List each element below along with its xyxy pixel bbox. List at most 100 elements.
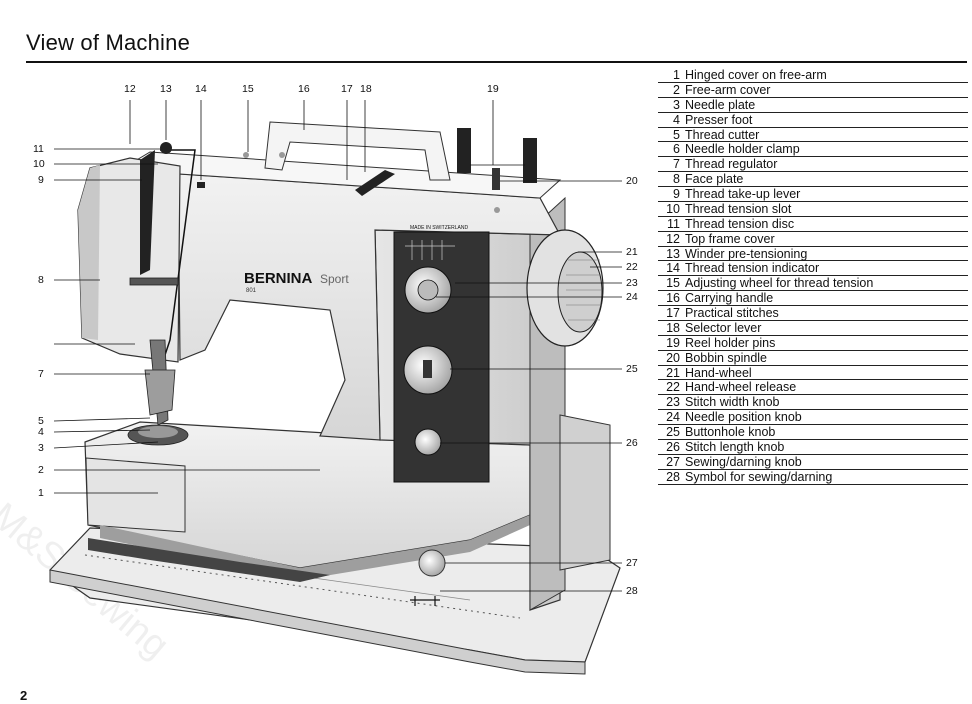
callout-17: 17 [341,83,353,95]
callout-25: 25 [626,363,638,375]
legend-row: 28 Symbol for sewing/darning [658,470,968,485]
legend-number: 28 [666,469,680,484]
callout-2: 2 [38,464,44,476]
callout-27: 27 [626,557,638,569]
legend-label: Symbol for sewing/darning [685,469,833,484]
legend-label: Bobbin spindle [685,350,768,365]
legend-number: 18 [666,320,680,335]
callout-11: 11 [33,143,44,155]
presser-foot [144,369,176,416]
legend-row: 26 Stitch length knob [658,440,968,455]
stitch-length-knob [414,428,442,456]
legend-row: 11 Thread tension disc [658,217,968,232]
callout-7: 7 [38,368,44,380]
tension-wheel [160,142,172,154]
legend-label: Thread tension disc [685,216,795,231]
callout-4: 4 [38,426,44,438]
legend-number: 2 [673,82,680,97]
legend-number: 3 [673,97,680,112]
arm-shadow [100,515,530,580]
callout-24: 24 [626,291,638,303]
legend-number: 27 [666,454,680,469]
legend-number: 11 [667,216,680,231]
legend-label: Thread tension indicator [685,261,820,276]
brand-text: BERNINA [244,270,313,287]
legend-number: 25 [666,425,680,439]
legend-number: 26 [666,439,680,454]
stitch-symbols [405,240,455,260]
callout-9: 9 [38,174,44,186]
legend-row: 20 Bobbin spindle [658,351,968,366]
legend-number: 7 [673,157,680,172]
legend-label: Stitch width knob [685,395,780,410]
legend-number: 14 [666,261,680,276]
legend-label: Carrying handle [685,291,774,306]
face-plate [77,157,181,363]
legend-label: Thread take-up lever [685,187,801,201]
legend-label: Stitch length knob [685,439,785,454]
sewing-darning-knob [418,549,446,577]
sewing-machine-illustration: BERNINA Sport 801 MADE IN SWITZERLAND [49,100,622,675]
legend-label: Face plate [685,172,744,187]
selector-lever [355,170,395,196]
legend-label: Thread tension slot [685,201,792,216]
legend-number: 24 [666,410,680,425]
legend-row: 7 Thread regulator [658,157,968,173]
take-up-lever [140,150,155,275]
needle-position-knob [417,279,439,301]
made-in-text: MADE IN SWITZERLAND [410,225,468,231]
legend-label: Adjusting wheel for thread tension [685,276,874,291]
legend-number: 16 [666,291,680,306]
legend-label: Needle position knob [685,410,802,425]
legend-label: Thread regulator [685,157,778,172]
legend-row: 25 Buttonhole knob [658,425,968,440]
legend-number: 19 [666,335,680,350]
legend-label: Hand-wheel release [685,380,797,395]
legend-label: Buttonhole knob [685,425,776,439]
legend-label: Winder pre-tensioning [685,246,808,261]
legend-label: Thread cutter [685,127,760,142]
legend-label: Top frame cover [685,231,775,246]
legend-number: 1 [673,68,680,82]
legend-row: 3 Needle plate [658,98,968,113]
callout-28: 28 [626,585,638,597]
bobbin-spindle [492,168,500,190]
base-ruler [84,554,521,619]
legend-number: 4 [673,112,680,127]
legend-label: Needle plate [685,97,756,112]
legend-number: 20 [666,350,680,365]
legend-number: 5 [673,127,680,142]
legend-label: Free-arm cover [685,82,771,97]
darning-symbol [410,596,440,606]
callout-13: 13 [160,83,172,95]
page-title: View of Machine [26,30,191,55]
bobbin-box [559,414,611,571]
carrying-handle [264,121,451,181]
top-screw-3 [494,207,500,213]
needle-plate-inner [138,426,178,438]
base-plate-edge [49,569,586,675]
machine-figure: BERNINA Sport 801 MADE IN SWITZERLAND [0,70,650,680]
legend-label: Hinged cover on free-arm [685,68,827,82]
legend-row: 5 Thread cutter [658,128,968,143]
top-screw-1 [243,152,249,158]
callout-1: 1 [38,487,44,499]
callout-5: 5 [38,415,44,427]
legend-label: Practical stitches [685,306,779,320]
callout-23: 23 [626,277,638,289]
callout-18: 18 [360,83,372,95]
thread-regulator [129,277,179,286]
callout-19: 19 [487,83,499,95]
legend-row: 16 Carrying handle [658,291,968,306]
legend-label: Hand-wheel [685,365,752,380]
legend-label: Selector lever [685,320,762,335]
page-number: 2 [20,688,28,703]
